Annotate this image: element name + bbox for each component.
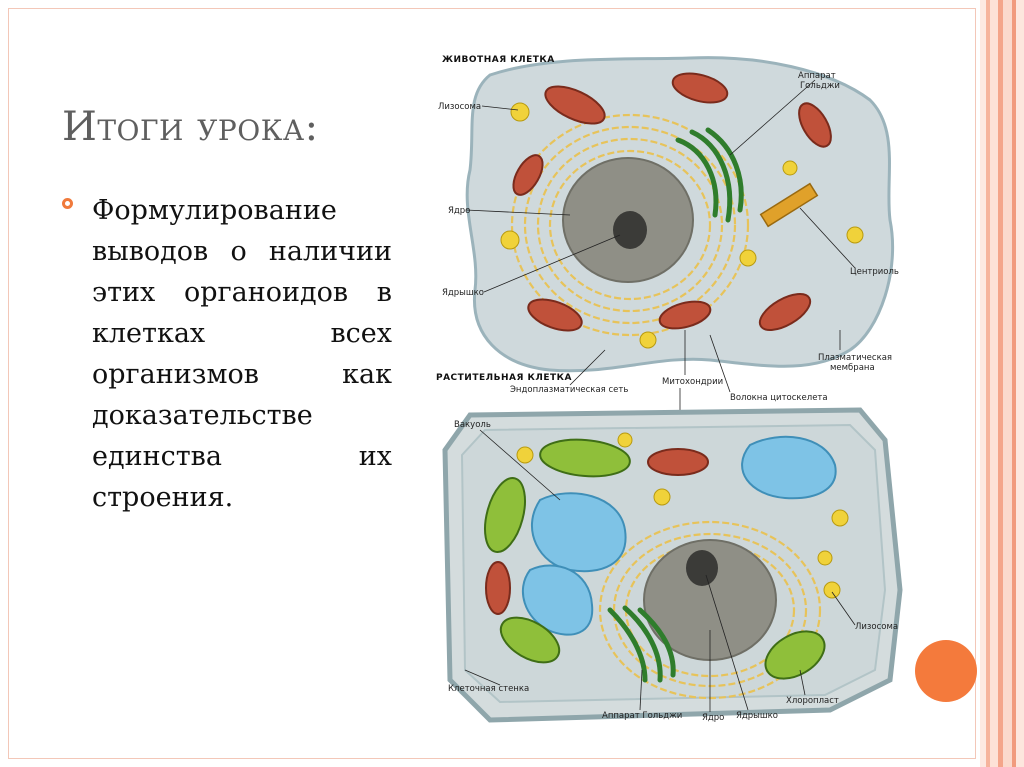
label-plant-lysosome: Лизосома <box>855 622 898 632</box>
plant-vacuoles <box>521 435 837 636</box>
plant-cell-heading: РАСТИТЕЛЬНАЯ КЛЕТКА <box>436 373 572 383</box>
label-membrane-2: мембрана <box>830 363 875 373</box>
plant-leader-lines <box>464 429 856 712</box>
label-plant-golgi: Аппарат Гольджи <box>602 711 682 721</box>
animal-lysosomes <box>500 102 864 349</box>
label-plant-nucleolus: Ядрышко <box>736 711 778 721</box>
cell-diagram: ЖИВОТНАЯ КЛЕТКА Лизосома Аппарат Гольджи… <box>436 55 903 723</box>
animal-centriole <box>759 182 819 228</box>
animal-leader-lines <box>465 79 856 293</box>
animal-cell: ЖИВОТНАЯ КЛЕТКА Лизосома Аппарат Гольджи… <box>438 55 899 373</box>
label-animal-golgi-2: Гольджи <box>800 81 840 91</box>
shared-leader-lines <box>569 330 841 440</box>
plant-mitochondria <box>485 448 709 615</box>
plant-cell: Вакуоль Лизосома Клеточная стенка Аппара… <box>442 407 903 723</box>
plant-chloroplasts <box>484 438 826 680</box>
label-membrane-1: Плазматическая <box>818 353 892 363</box>
slide-title: Итоги урока: <box>62 104 319 150</box>
bullet-text: Формулирование выводов о наличии этих ор… <box>92 195 392 513</box>
label-plant-vacuole: Вакуоль <box>454 420 491 430</box>
animal-nucleolus <box>613 211 647 249</box>
label-animal-nucleolus: Ядрышко <box>442 288 484 298</box>
decorative-stripes <box>980 0 1024 767</box>
slide-frame <box>8 8 976 759</box>
label-animal-golgi-1: Аппарат <box>798 71 836 81</box>
decorative-orange-circle <box>915 640 977 702</box>
bullet-circle-icon <box>62 198 73 209</box>
label-animal-lysosome: Лизосома <box>438 102 481 112</box>
animal-golgi <box>675 127 744 223</box>
plant-nucleolus <box>686 550 718 586</box>
label-plant-cell-wall: Клеточная стенка <box>448 684 529 694</box>
animal-er <box>510 113 750 337</box>
label-er: Эндоплазматическая сеть <box>510 385 628 395</box>
plant-lysosomes <box>516 432 849 599</box>
label-mitochondria: Митохондрии <box>662 377 723 387</box>
label-plant-nucleus: Ядро <box>702 713 724 723</box>
label-plant-chloroplast: Хлоропласт <box>786 696 839 706</box>
label-animal-nucleus: Ядро <box>448 206 470 216</box>
animal-cell-heading: ЖИВОТНАЯ КЛЕТКА <box>442 55 555 65</box>
animal-mitochondria <box>512 72 832 332</box>
label-cytoskeleton: Волокна цитоскелета <box>730 393 828 403</box>
plant-golgi <box>607 605 676 683</box>
label-animal-centriole: Центриоль <box>850 267 899 277</box>
